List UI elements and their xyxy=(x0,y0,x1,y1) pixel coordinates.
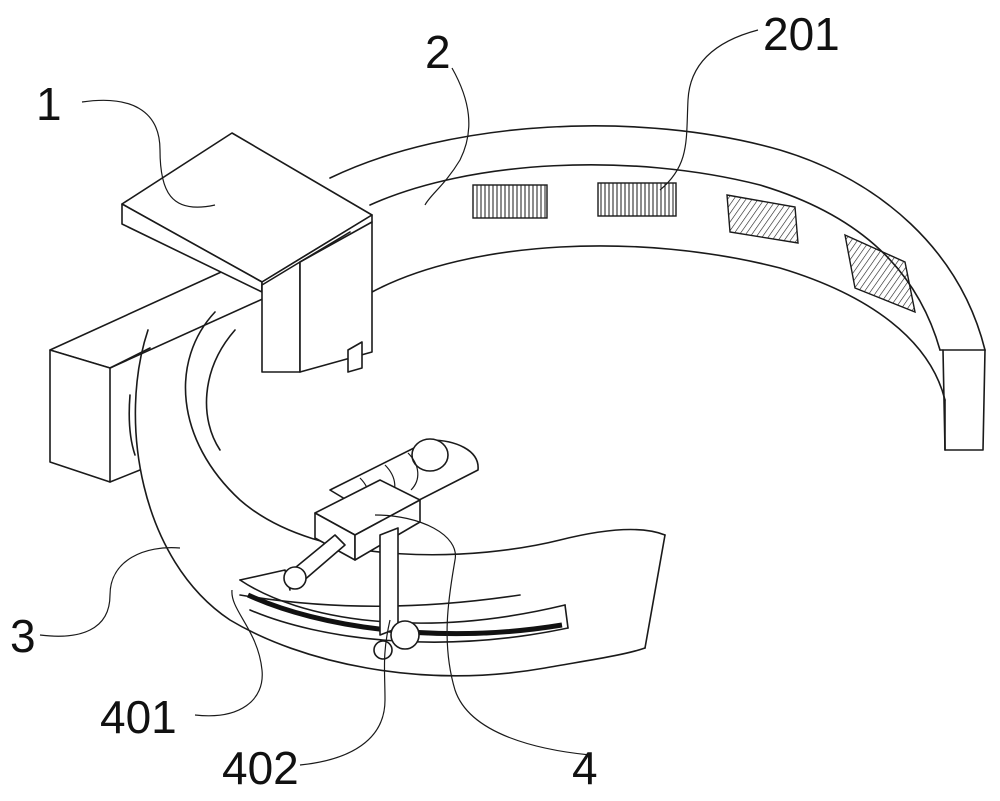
label-401: 401 xyxy=(100,691,177,743)
leader-lines xyxy=(39,29,759,766)
label-1: 1 xyxy=(36,78,62,130)
label-201: 201 xyxy=(763,8,840,60)
slots-201 xyxy=(472,182,916,314)
left-bar xyxy=(49,267,301,483)
label-2: 2 xyxy=(425,26,451,78)
handle-assembly xyxy=(283,438,479,660)
lower-arc-band xyxy=(128,311,666,677)
label-4: 4 xyxy=(572,742,598,794)
label-3: 3 xyxy=(10,610,36,662)
labels: 1 2 201 3 401 402 4 xyxy=(10,8,840,794)
label-402: 402 xyxy=(222,742,299,794)
top-block xyxy=(121,132,373,373)
